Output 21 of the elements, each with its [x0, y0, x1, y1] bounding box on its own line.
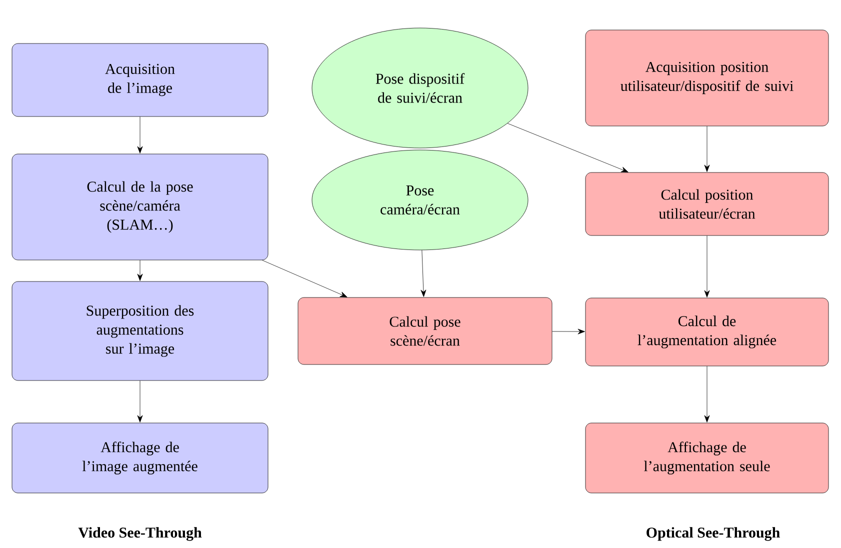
- caption: Optical See-Through: [646, 527, 780, 541]
- process-box: Acquisition de l’image: [12, 43, 268, 117]
- arrow: [704, 236, 710, 298]
- process-box: Calcul pose scène/écran: [298, 297, 552, 365]
- process-box: Calcul position utilisateur/écran: [585, 172, 829, 236]
- arrow: [262, 260, 348, 298]
- process-box: Affichage de l’image augmentée: [12, 422, 268, 494]
- arrow: [552, 328, 585, 334]
- process-box: Superposition des augmentations sur l’image: [12, 281, 268, 381]
- process-box: Calcul de l’augmentation alignée: [585, 298, 829, 366]
- arrow: [137, 380, 143, 422]
- caption: Video See-Through: [78, 527, 202, 541]
- arrow: [507, 123, 628, 172]
- arrow: [704, 126, 710, 172]
- process-box: Affichage de l’augmentation seule: [585, 422, 829, 494]
- process-box: Calcul de la pose scène/caméra (SLAM…): [12, 154, 268, 260]
- arrow: [704, 366, 710, 422]
- arrow: [137, 116, 143, 154]
- arrow: [420, 250, 426, 297]
- arrow: [137, 260, 143, 281]
- process-box: Acquisition position utilisateur/dispositif de suivi: [585, 30, 829, 126]
